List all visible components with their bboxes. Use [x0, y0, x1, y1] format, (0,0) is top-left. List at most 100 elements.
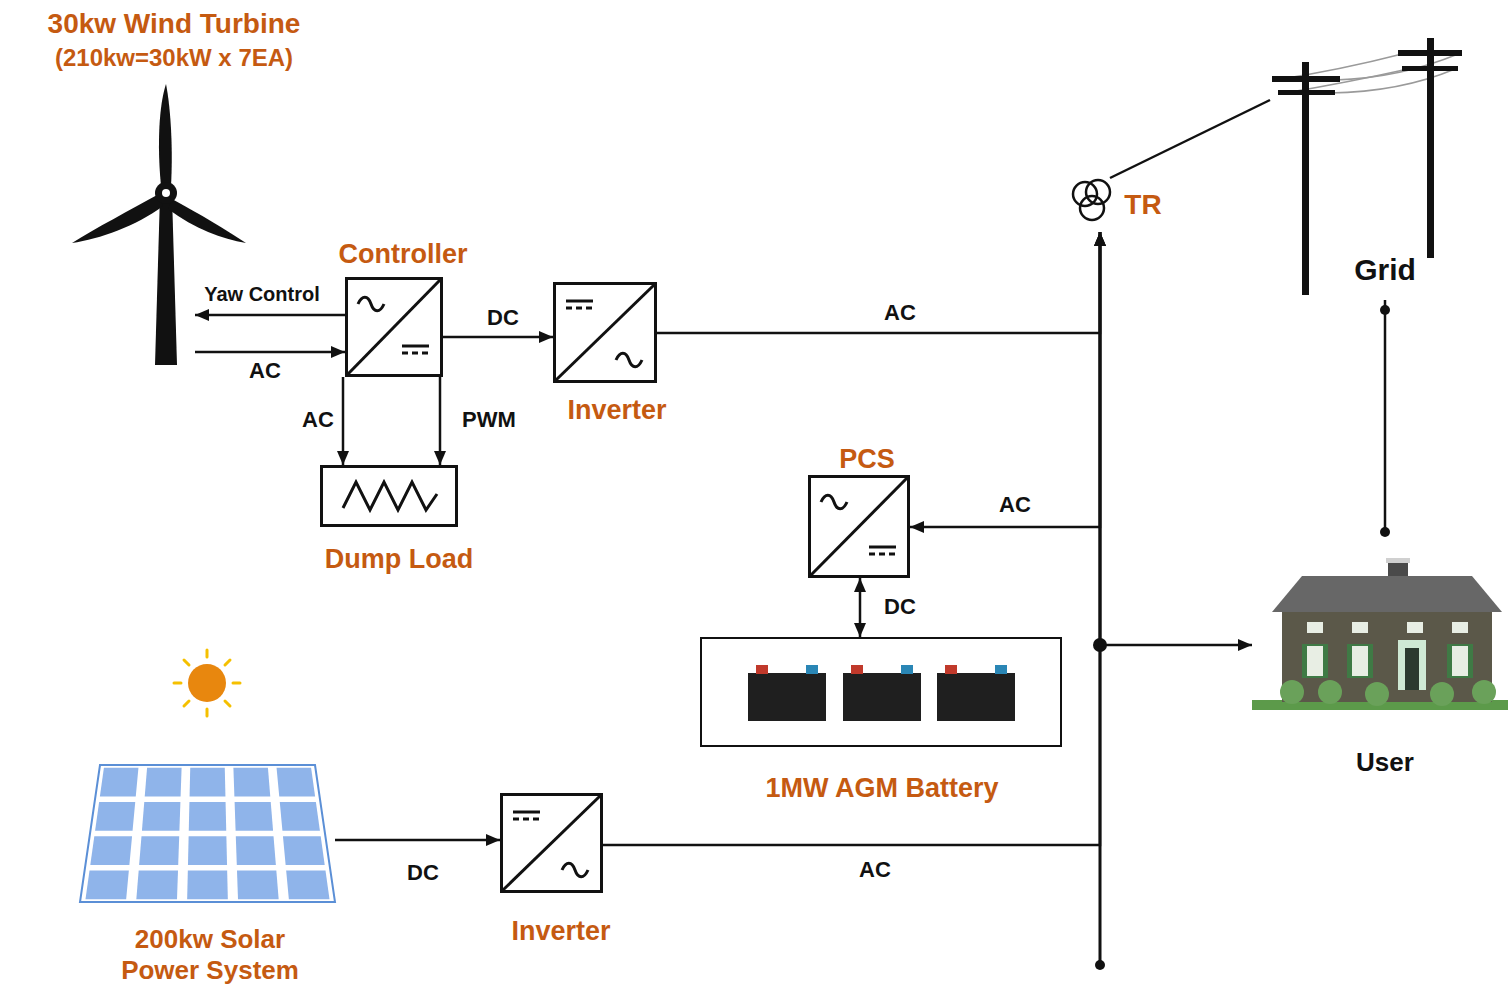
turbine-hub-center	[162, 189, 170, 197]
dc-symbol	[566, 300, 593, 303]
connector	[1100, 232, 1252, 645]
battery-terminal	[945, 665, 957, 674]
bush	[1280, 680, 1304, 704]
sun-icon	[174, 650, 240, 716]
dc-symbol	[402, 352, 429, 355]
solar-cell	[188, 836, 227, 865]
sun-ray	[225, 660, 230, 665]
solar-cell	[139, 836, 179, 865]
component-label: Controller	[339, 238, 468, 270]
grid: Grid	[1270, 35, 1470, 300]
dc-symbol	[566, 307, 593, 310]
node-figure	[556, 285, 654, 380]
window	[1307, 622, 1323, 633]
solar-panel-frame	[80, 765, 335, 902]
signal-label: AC	[857, 857, 893, 883]
power-wire	[1330, 69, 1455, 93]
solar-cell	[90, 836, 132, 865]
window	[1452, 646, 1468, 676]
component-label: TR	[1124, 188, 1161, 222]
solar-cell	[280, 802, 320, 831]
sun-ray	[206, 709, 209, 716]
solar-cell	[235, 802, 273, 831]
pole	[1302, 62, 1309, 295]
bush	[1365, 682, 1389, 706]
connector	[439, 377, 442, 465]
wind-turbine: 30kw Wind Turbine(210kw=30kW x 7EA)	[70, 80, 195, 365]
shutter	[1447, 644, 1473, 678]
turbine-tower	[155, 195, 177, 365]
node-figure	[811, 478, 907, 575]
bush	[1430, 682, 1454, 706]
component-label: 30kw Wind Turbine	[48, 7, 301, 41]
signal-label: DC	[882, 594, 918, 620]
sun-ray	[184, 660, 189, 665]
connector	[342, 377, 345, 465]
dc-symbol	[402, 345, 429, 348]
shutter	[1347, 644, 1373, 678]
turbine-blade	[72, 194, 163, 243]
user-house: User	[1252, 532, 1508, 782]
inverter-box: Inverter	[500, 793, 603, 893]
node-figure	[503, 796, 600, 890]
sun-disc	[188, 664, 226, 702]
battery-cell	[843, 673, 921, 721]
sun-ray	[174, 682, 181, 685]
battery-terminal	[756, 665, 768, 674]
sun-ray	[206, 650, 209, 657]
battery-terminal	[901, 665, 913, 674]
bush	[1472, 680, 1496, 704]
window	[1307, 646, 1323, 676]
connector	[657, 232, 1100, 333]
battery-box: 1MW AGM Battery	[700, 637, 1062, 747]
node-figure	[702, 639, 1060, 745]
controller-box: Controller	[345, 277, 443, 377]
solar-cell	[145, 768, 182, 797]
connector	[910, 232, 1100, 527]
signal-label: DC	[485, 305, 521, 331]
component-label: PCS	[839, 443, 895, 475]
solar-cell	[187, 870, 228, 899]
component-label: 200kw Solar Power System	[95, 924, 325, 986]
connector	[195, 314, 345, 317]
window	[1352, 622, 1368, 633]
component-label: 1MW AGM Battery	[765, 772, 998, 804]
sun-ray	[233, 682, 240, 685]
connector	[603, 232, 1100, 845]
battery-cell	[748, 673, 826, 721]
solar-cell	[136, 870, 178, 899]
connector	[195, 351, 345, 354]
signal-label: AC	[300, 407, 336, 433]
component-label: Grid	[1354, 252, 1416, 288]
solar-cell	[189, 802, 226, 831]
dump-load-box: Dump Load	[320, 465, 458, 527]
ac-symbol	[562, 863, 588, 877]
transformer-coil	[1086, 180, 1110, 204]
sun-ray	[184, 701, 189, 706]
converter-diagonal	[811, 478, 907, 575]
component-label: Inverter	[511, 915, 610, 947]
signal-label: DC	[405, 860, 441, 886]
power-wire	[1335, 54, 1458, 80]
pole-crossarm	[1278, 90, 1335, 95]
dc-symbol	[513, 811, 540, 814]
connector	[1384, 300, 1387, 532]
component-label: Inverter	[567, 394, 666, 426]
solar-cell	[100, 768, 139, 797]
turbine-hub	[155, 182, 177, 204]
solar-cell	[142, 802, 180, 831]
solar-panel: 200kw Solar Power System	[80, 763, 335, 905]
connector	[335, 839, 500, 842]
chimney-top	[1386, 558, 1410, 563]
dc-symbol	[513, 818, 540, 821]
wind-turbine-figure	[72, 84, 246, 365]
door-frame	[1398, 640, 1426, 690]
turbine-blade	[159, 84, 172, 186]
dc-symbol	[869, 546, 896, 549]
converter-diagonal	[348, 280, 440, 374]
ac-symbol	[358, 297, 384, 311]
solar-cell	[277, 768, 316, 797]
inverter-box: Inverter	[553, 282, 657, 383]
bus-end-dot	[1095, 960, 1105, 970]
transformer: TR	[1065, 178, 1168, 232]
